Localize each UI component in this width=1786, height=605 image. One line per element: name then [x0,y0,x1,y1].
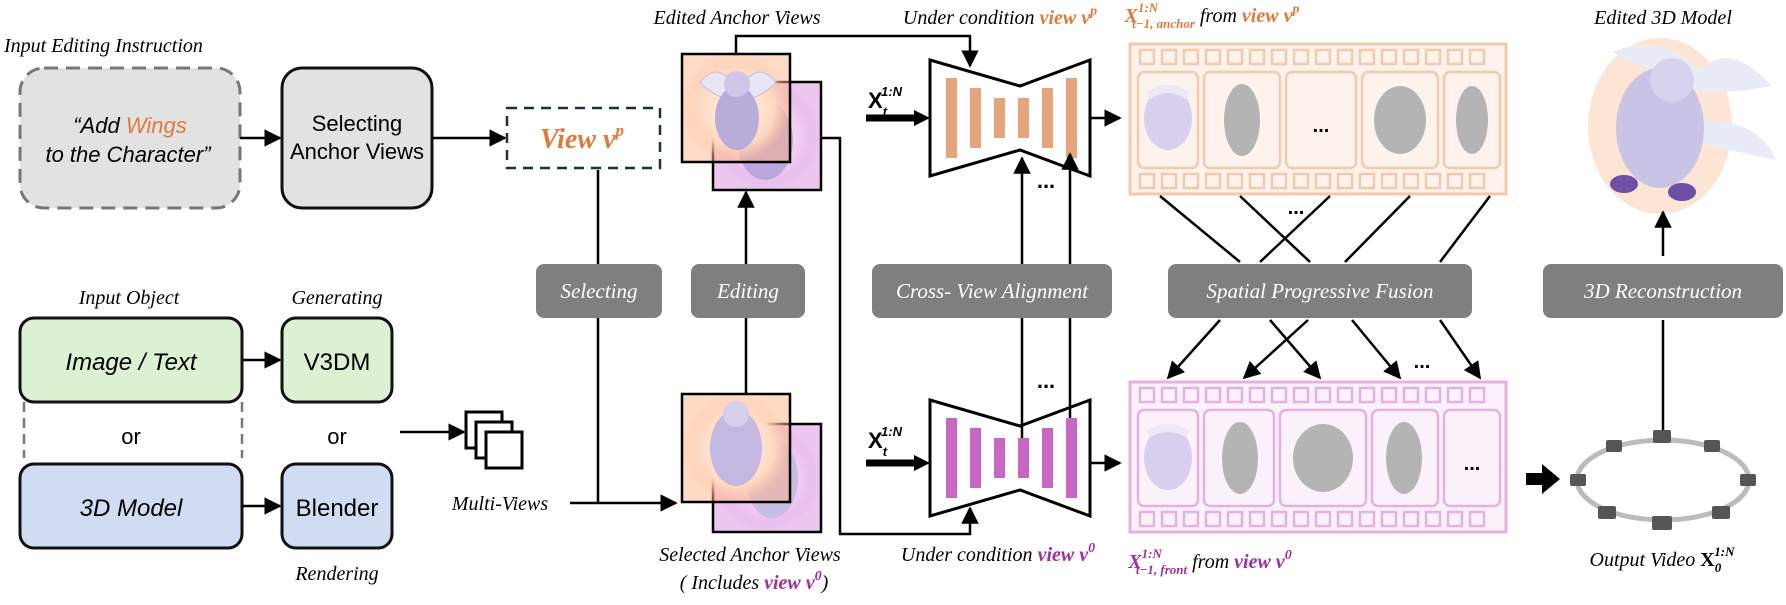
camera-ring [1570,430,1756,530]
ellipsis-fusion-bottom: ... [1414,351,1431,373]
3d-model-label: 3D Model [80,495,183,522]
xt-top-label: Xt1:N [868,84,903,119]
fusion-arrows [1159,195,1491,380]
includes-view-v0: ( Includes view v0) [680,569,829,594]
cross-view-alignment-pill: Cross- View Alignment [872,264,1112,318]
generating-title: Generating [291,287,382,309]
left-arrows [240,129,755,515]
under-condition-bottom: Under condition view v0 [901,541,1095,566]
output-video-label: Output Video X01:N [1590,544,1736,575]
svg-text:Selecting: Selecting [561,279,638,303]
spatial-progressive-fusion-pill: Spatial Progressive Fusion [1168,264,1472,318]
condition-arrows [734,34,979,536]
ellipsis-top: ... [1037,168,1055,193]
ellipsis-fusion-top: ... [1288,197,1305,219]
blender-label: Blender [296,495,379,522]
input-instruction-title: Input Editing Instruction [3,35,203,57]
film-strip-top: ... [1128,42,1508,196]
ellipsis-unet-bottom: ... [1037,368,1055,393]
edited-3d-model-image [1588,38,1776,214]
svg-text:Cross- View Alignment: Cross- View Alignment [896,279,1089,303]
3d-reconstruction-pill: 3D Reconstruction [1543,264,1783,318]
rendering-title: Rendering [294,563,378,585]
under-condition-top: Under condition view vp [903,4,1097,29]
camera-icon [1570,430,1756,530]
input-object-title: Input Object [78,287,180,309]
edited-3d-model-title: Edited 3D Model [1593,7,1732,29]
view-vp-box [505,106,662,170]
selecting-pill: Selecting [536,264,662,318]
svg-text:...: ... [1464,453,1481,475]
instruction-text-line1: “Add Wings [73,113,187,138]
selected-anchor-views-title: Selected Anchor Views [659,544,841,566]
multi-views-label: Multi-Views [451,493,548,515]
instruction-box [18,66,242,210]
multi-view-stack-icon [464,410,524,470]
output-video-arrow [1526,464,1560,494]
or-mid: or [327,424,347,449]
selected-anchor-views-image [680,392,823,534]
unet-top [928,57,1092,179]
selecting-anchor-line2: Anchor Views [290,139,424,164]
instruction-text-line2: to the Character” [45,142,212,167]
xt-bottom-label: Xt1:N [868,424,903,459]
svg-text:3D Reconstruction: 3D Reconstruction [1583,279,1742,303]
blender-box [280,462,394,550]
view-vp-label: View vp [540,121,624,155]
editing-pill: Editing [691,264,805,318]
or-dashed-link [22,402,244,458]
selecting-anchor-line1: Selecting [312,111,403,136]
selecting-anchor-box [280,66,434,210]
edited-anchor-views-title: Edited Anchor Views [652,7,820,29]
image-text-label: Image / Text [65,349,198,376]
or-left: or [121,424,141,449]
svg-text:Spatial Progressive Fusion: Spatial Progressive Fusion [1206,279,1433,303]
svg-text:...: ... [1313,115,1330,137]
svg-text:Editing: Editing [716,279,779,303]
film-strip-bottom: ... [1128,380,1508,534]
unet-bottom [928,397,1092,519]
edited-anchor-views-image [680,52,823,192]
v3dm-label: V3DM [304,349,371,376]
v3dm-box [280,316,394,404]
